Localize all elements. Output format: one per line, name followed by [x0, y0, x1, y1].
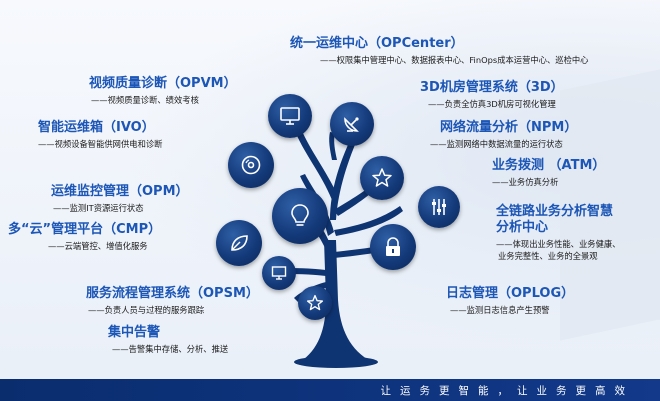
small-star-icon: [306, 294, 324, 311]
module-atm: 业务拨测 （ATM） ——业务仿真分析: [492, 158, 605, 188]
module-desc: ——监测IT资源运行状态: [53, 203, 144, 213]
module-desc: ——视频设备智能供网供电和诊断: [38, 139, 163, 149]
node-alarm: [298, 286, 332, 320]
module-desc: ——云端管控、增值化服务: [48, 241, 148, 251]
module-desc: ——视频质量诊断、绩效考核: [91, 95, 199, 105]
disc-icon: [241, 155, 261, 175]
module-title-line2: 分析中心: [496, 220, 549, 235]
module-title: 3D机房管理系统（3D）: [420, 80, 564, 95]
module-title: 智能运维箱（IVO）: [38, 120, 155, 135]
node-cmp: [216, 220, 262, 266]
node-opsm: [262, 256, 296, 290]
module-title: 服务流程管理系统（OPSM）: [86, 286, 259, 301]
node-atm: [418, 186, 460, 228]
module-alarm: 集中告警 ——告警集中存储、分析、推送: [108, 325, 228, 355]
module-opsm: 服务流程管理系统（OPSM） ——负责人员与过程的服务跟踪: [86, 286, 259, 316]
module-title: 运维监控管理（OPM）: [51, 184, 189, 199]
node-ivo: [228, 142, 274, 188]
module-title: 网络流量分析（NPM）: [440, 120, 578, 135]
module-desc: ——告警集中存储、分析、推送: [112, 344, 229, 354]
module-title: 业务拨测 （ATM）: [492, 158, 606, 173]
star-icon: [372, 168, 392, 187]
module-opcenter: 统一运维中心（OPCenter） ——权限集中管理中心、数据报表中心、FinOp…: [290, 36, 588, 66]
node-opcenter: [268, 94, 312, 138]
module-oplog: 日志管理（OPLOG） ——监测日志信息产生预警: [446, 286, 574, 316]
module-desc: ——负责全仿真3D机房可视化管理: [428, 99, 556, 109]
sliders-icon: [432, 199, 446, 215]
slogan: 让运务更智能，让业务更高效: [380, 385, 634, 397]
module-fullchain: 全链路业务分析智慧 分析中心 ——体现出业务性能、业务健康、 业务完整性、业务的…: [496, 204, 620, 262]
node-opm: [272, 188, 328, 244]
module-desc: ——体现出业务性能、业务健康、: [496, 239, 621, 249]
module-title: 多“云”管理平台（CMP）: [8, 222, 162, 237]
background-decoration-2: [590, 260, 660, 320]
module-desc: ——监测日志信息产生预警: [450, 305, 550, 315]
module-desc: ——负责人员与过程的服务跟踪: [88, 305, 205, 315]
module-title: 全链路业务分析智慧: [496, 204, 614, 219]
module-desc: ——业务仿真分析: [492, 177, 559, 187]
module-cmp: 多“云”管理平台（CMP） ——云端管控、增值化服务: [8, 222, 161, 252]
small-monitor-icon: [271, 266, 287, 280]
node-3d: [330, 102, 374, 146]
node-npm: [360, 156, 404, 200]
module-ivo: 智能运维箱（IVO） ——视频设备智能供网供电和诊断: [38, 120, 162, 150]
monitor-icon: [280, 107, 300, 125]
module-npm: 网络流量分析（NPM） ——监测网络中数据流量的运行状态: [430, 120, 578, 150]
lightbulb-icon: [291, 204, 309, 226]
leaf-icon: [231, 235, 248, 251]
node-fullchain: [370, 224, 416, 270]
module-desc-line2: 业务完整性、业务的全景观: [498, 251, 598, 261]
module-desc: ——监测网络中数据流量的运行状态: [430, 139, 563, 149]
module-opm: 运维监控管理（OPM） ——监测IT资源运行状态: [51, 184, 189, 214]
module-title: 集中告警: [108, 325, 161, 340]
module-desc: ——权限集中管理中心、数据报表中心、FinOps成本运营中心、巡检中心: [320, 55, 589, 65]
footer-bar: 让运务更智能，让业务更高效: [0, 379, 660, 401]
module-title: 统一运维中心（OPCenter）: [290, 36, 464, 51]
module-title: 日志管理（OPLOG）: [446, 286, 575, 301]
module-3d: 3D机房管理系统（3D） ——负责全仿真3D机房可视化管理: [420, 80, 564, 110]
module-title: 视频质量诊断（OPVM）: [89, 76, 237, 91]
lock-icon: [386, 237, 400, 256]
module-opvm: 视频质量诊断（OPVM） ——视频质量诊断、绩效考核: [89, 76, 237, 106]
satellite-dish-icon: [344, 117, 359, 132]
